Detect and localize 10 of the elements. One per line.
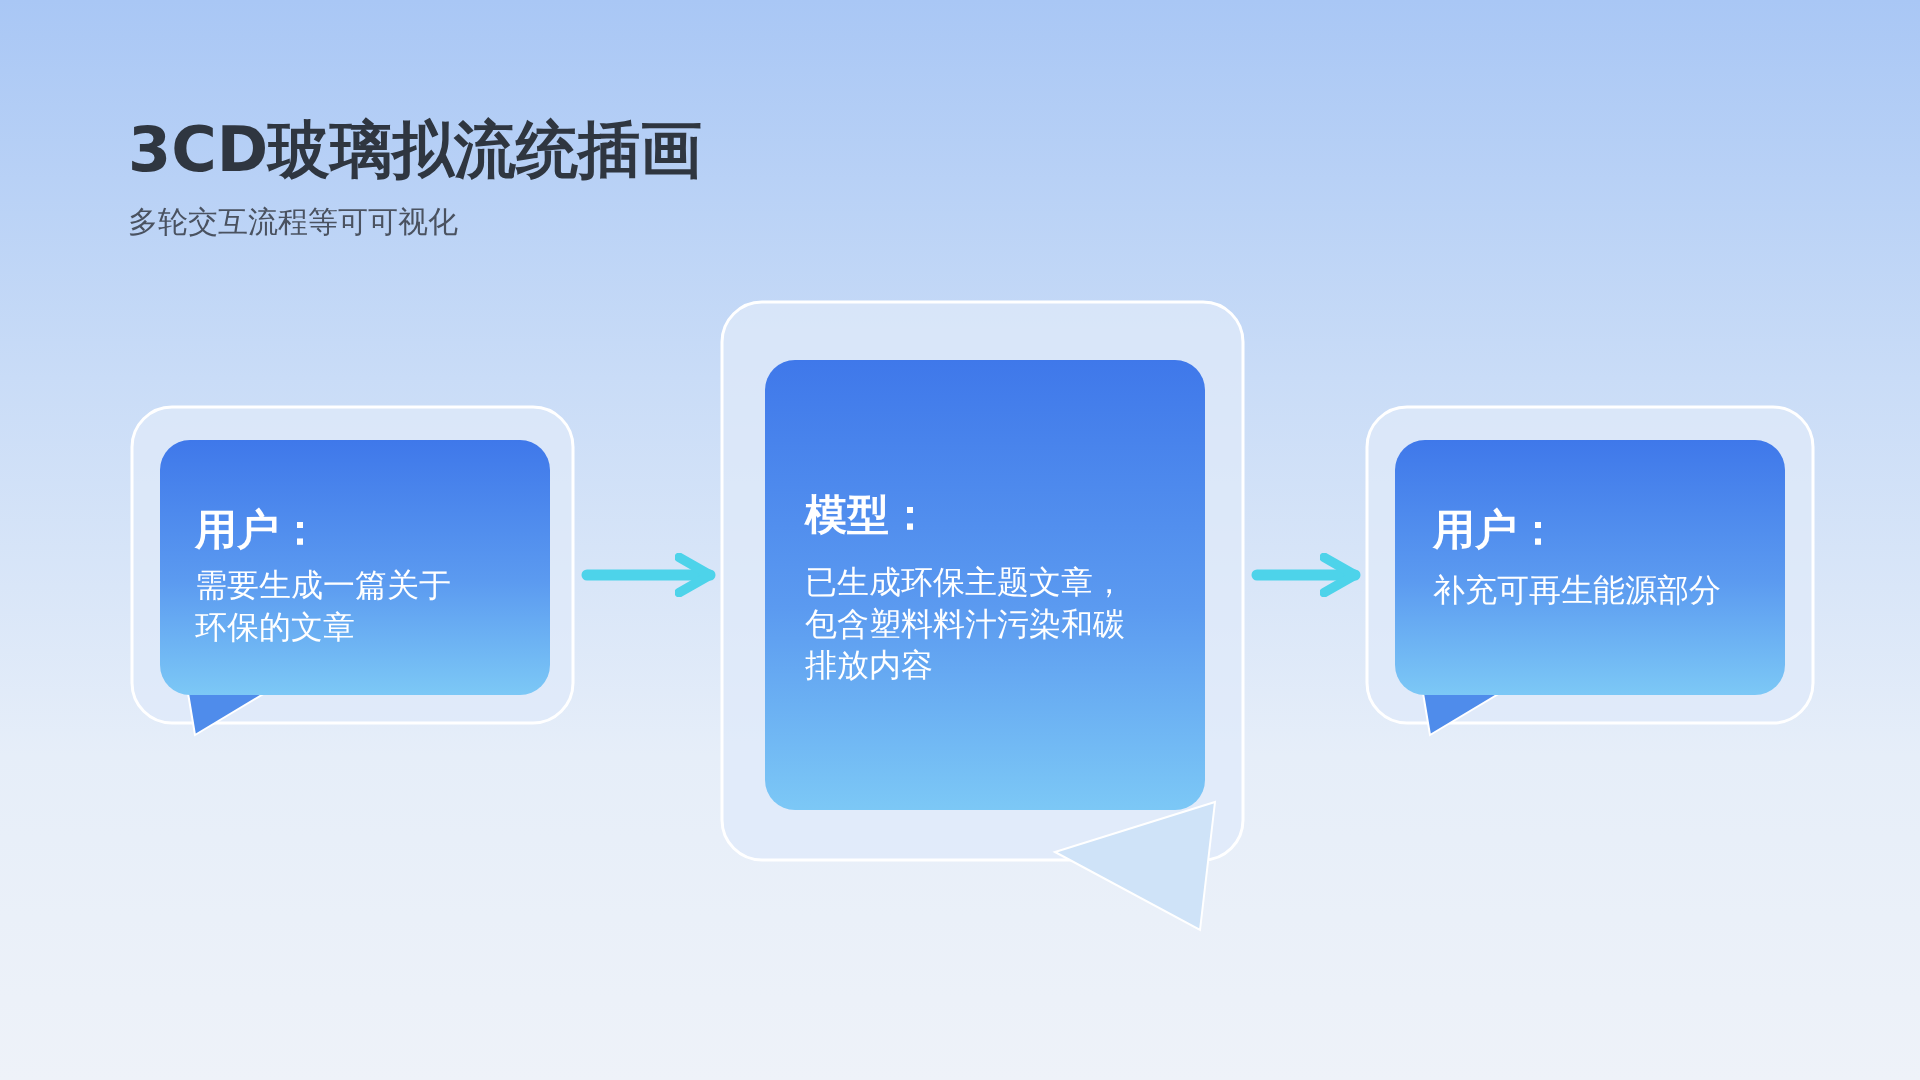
speaker-label: 用户：	[195, 505, 321, 556]
title: 3CD玻璃拟流统插画	[128, 112, 703, 188]
speaker-label: 用户：	[1433, 505, 1559, 556]
message-text: 已生成环保主题文章，包含塑料料汁污染和碳排放内容	[805, 562, 1126, 687]
message-text: 补充可再生能源部分	[1433, 570, 1722, 611]
message-text: 需要生成一篇关于环保的文章	[195, 565, 452, 648]
speaker-label: 模型：	[805, 490, 931, 541]
subtitle: 多轮交互流程等可可视化	[128, 203, 458, 241]
arrow	[1251, 552, 1361, 598]
arrow	[581, 552, 716, 598]
